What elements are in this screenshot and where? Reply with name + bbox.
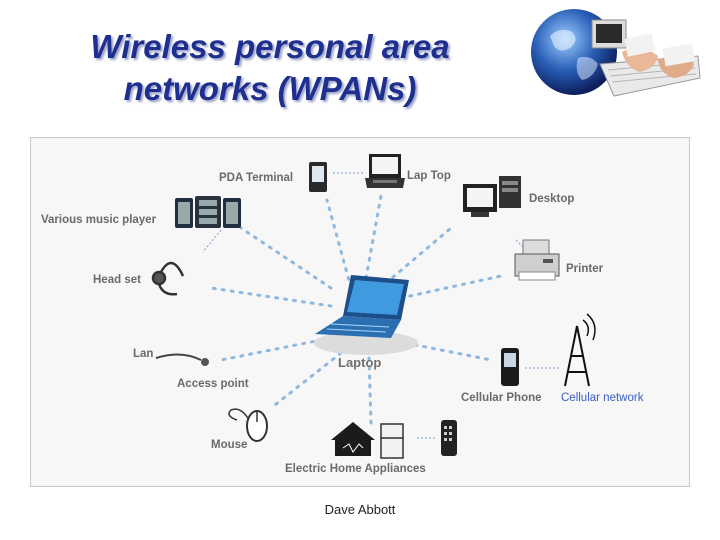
diagram-canvas	[151, 154, 596, 459]
link-headset	[209, 286, 333, 308]
link-printer	[399, 274, 503, 300]
label-center-laptop: Laptop	[338, 355, 382, 370]
wireless-links	[209, 194, 503, 425]
label-cellular-phone: Cellular Phone	[461, 392, 542, 404]
headset-icon	[151, 261, 185, 296]
title-line-1: Wireless personal area	[90, 28, 450, 65]
link-laptop	[364, 194, 383, 280]
refrigerator-icon	[380, 423, 404, 459]
remote-icon	[441, 420, 457, 456]
cell-tower-icon	[564, 313, 596, 387]
label-mouse: Mouse	[211, 439, 248, 451]
label-lan: Lan	[133, 348, 154, 360]
globe-keyboard-icon	[531, 9, 701, 97]
laptop-icon	[314, 275, 418, 355]
label-pda-terminal: PDA Terminal	[219, 172, 294, 184]
slide-title: Wireless personal area networks (WPANs)	[40, 26, 500, 110]
link-appliances	[367, 356, 373, 425]
label-cellular-network: Cellular network	[561, 392, 644, 404]
pda-icon	[309, 162, 327, 192]
link-mouse	[269, 351, 343, 410]
link-phone	[404, 341, 493, 362]
label-music-player: Various music player	[41, 214, 157, 226]
laptop-computer-icon	[365, 154, 405, 188]
mouse-icon	[228, 408, 268, 442]
link-pda	[325, 198, 353, 290]
cellphone-icon	[501, 348, 519, 386]
label-desktop: Desktop	[529, 193, 575, 205]
label-head-set: Head set	[93, 274, 141, 286]
label-printer: Printer	[566, 263, 604, 275]
label-access-point: Access point	[177, 378, 249, 390]
house-icon	[331, 422, 375, 456]
wpan-diagram: PDA Terminal Lap Top Desktop Various mus…	[30, 137, 690, 487]
label-home-appliances: Electric Home Appliances	[285, 463, 426, 475]
music-player-icon	[175, 196, 241, 228]
link-desktop	[384, 226, 453, 285]
label-lap-top: Lap Top	[407, 170, 451, 182]
link-lan	[219, 336, 333, 362]
link-music	[239, 226, 333, 290]
lan-cable-icon	[155, 353, 209, 366]
desktop-icon	[463, 176, 521, 217]
printer-icon	[514, 239, 560, 281]
footer-author: Dave Abbott	[324, 502, 396, 517]
title-line-2: networks (WPANs)	[123, 70, 417, 107]
